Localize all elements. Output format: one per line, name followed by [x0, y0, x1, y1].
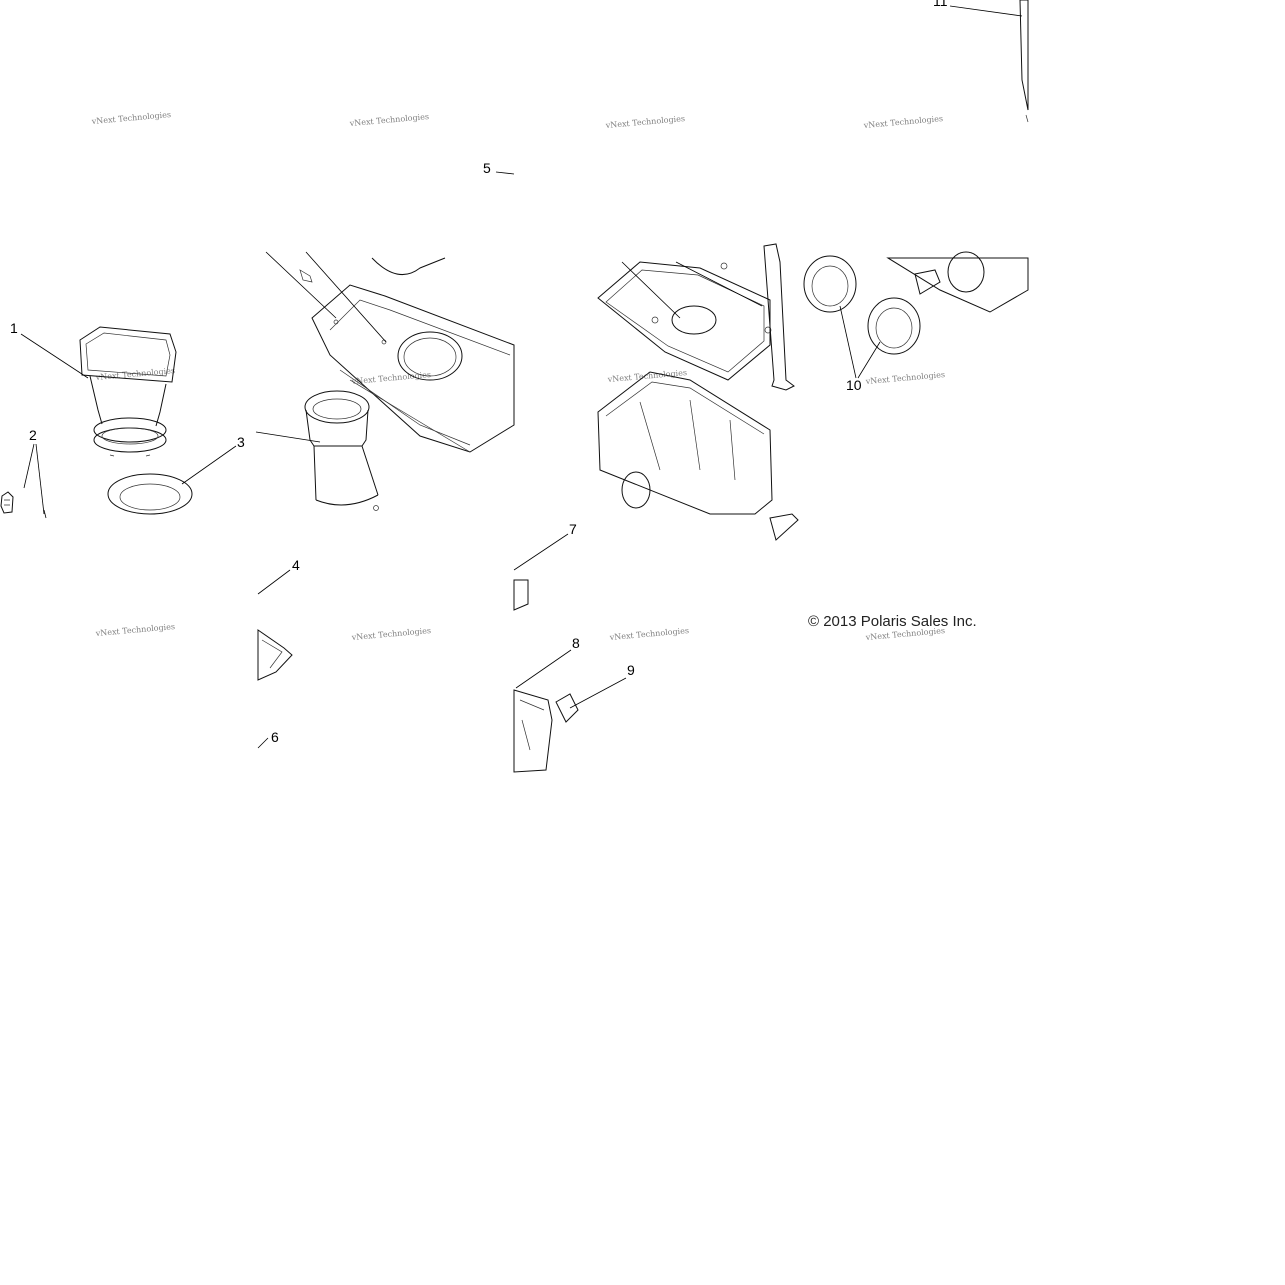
- part-funnel: [107, 390, 379, 515]
- part-couplers: [803, 255, 921, 355]
- part-airbox-base: [597, 371, 799, 541]
- watermark: vNext Technologies: [94, 622, 175, 638]
- part-cover-plate: [597, 243, 795, 391]
- callout-10: 10: [846, 377, 862, 393]
- part-intake-boot: [79, 326, 177, 457]
- callout-6: 6: [271, 729, 279, 745]
- watermark: vNext Technologies: [90, 110, 171, 126]
- callout-8: 8: [572, 635, 580, 651]
- watermark: vNext Technologies: [350, 626, 431, 642]
- watermark: vNext Technologies: [348, 112, 429, 128]
- part-housing-right: [886, 0, 1029, 313]
- callout-labels: 1 2 3 4 5 6 7 8 9 10 11: [10, 0, 948, 745]
- callout-2: 2: [29, 427, 37, 443]
- watermark-group-top: vNext Technologies vNext Technologies vN…: [90, 110, 943, 130]
- watermark-group-middle: vNext Technologies vNext Technologies vN…: [94, 366, 945, 386]
- part-lower-fragments: [257, 505, 579, 773]
- callout-3: 3: [237, 434, 245, 450]
- callout-11: 11: [933, 0, 948, 9]
- watermark: vNext Technologies: [94, 366, 175, 382]
- leader-lines: [20, 5, 1023, 749]
- callout-5: 5: [483, 160, 491, 176]
- copyright-text: © 2013 Polaris Sales Inc.: [808, 613, 977, 630]
- part-fittings: [0, 491, 47, 519]
- callout-1: 1: [10, 320, 18, 336]
- watermark: vNext Technologies: [862, 114, 943, 130]
- part-airbox-lid: [299, 257, 515, 453]
- callout-4: 4: [292, 557, 300, 573]
- callout-7: 7: [569, 521, 577, 537]
- watermark: vNext Technologies: [608, 626, 689, 642]
- watermark: vNext Technologies: [604, 114, 685, 130]
- watermark: vNext Technologies: [864, 370, 945, 386]
- callout-9: 9: [627, 662, 635, 678]
- watermark: vNext Technologies: [606, 368, 687, 384]
